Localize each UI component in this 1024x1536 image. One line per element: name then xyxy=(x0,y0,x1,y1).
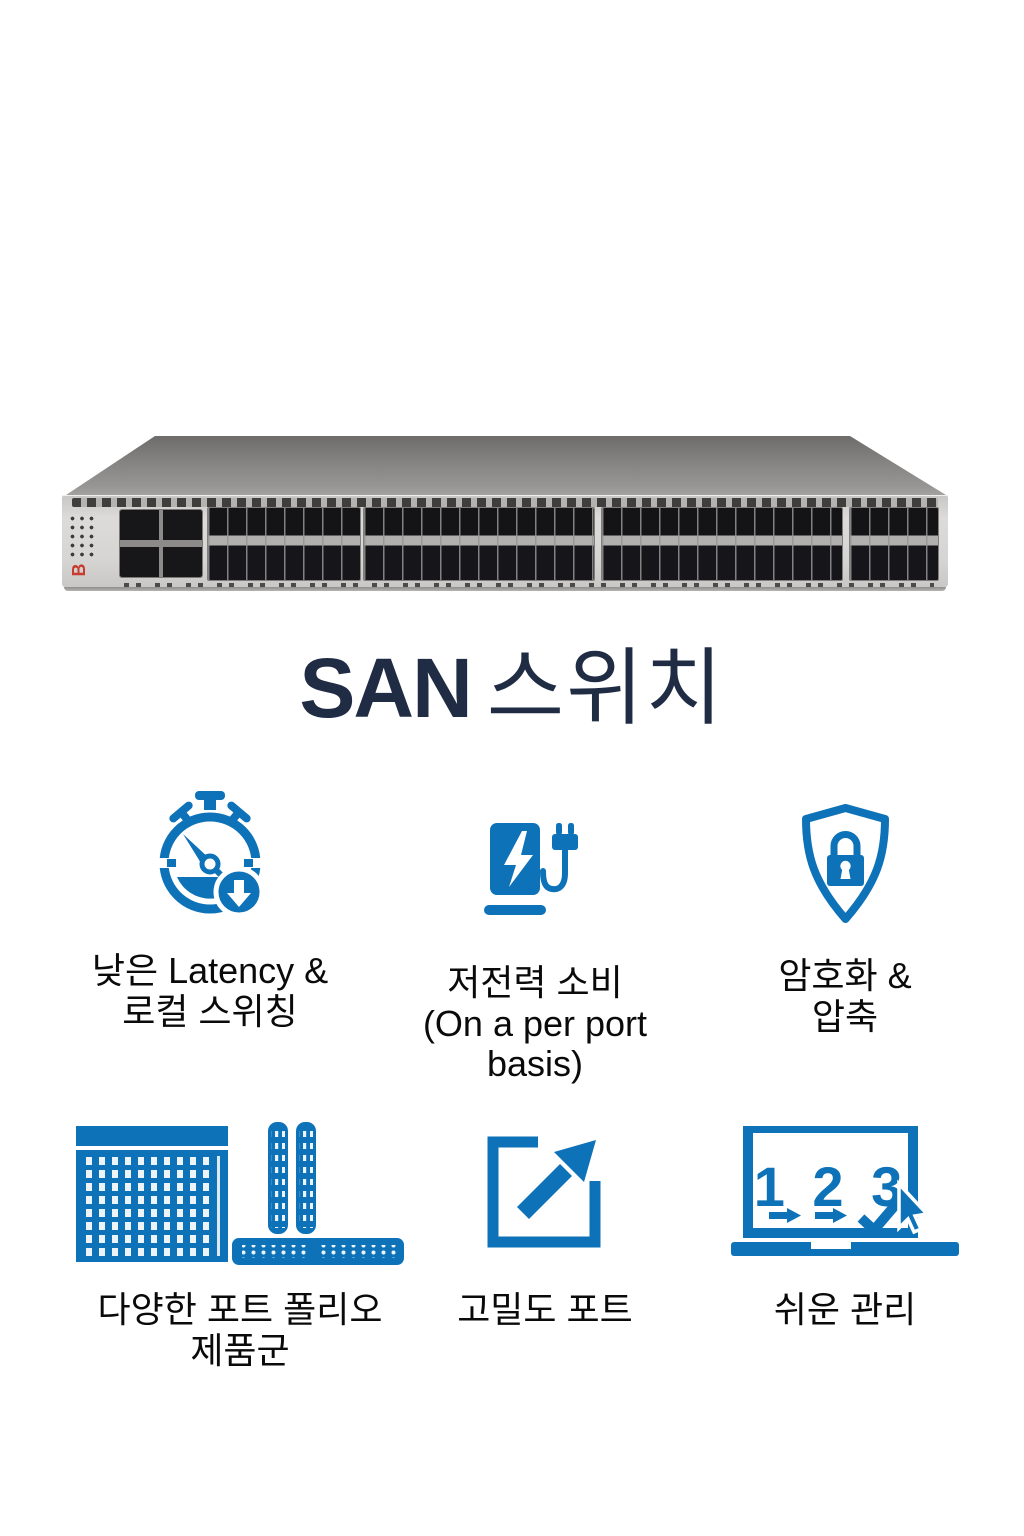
vent-strip xyxy=(72,498,938,507)
feature-high-density: 고밀도 포트 xyxy=(425,1116,665,1331)
page-title-latin: SAN xyxy=(299,641,472,735)
san-switch-image: B xyxy=(62,436,948,592)
feature-label: 저전력 소비 (On a per port basis) xyxy=(422,962,648,1085)
status-led-grid xyxy=(70,516,99,559)
laptop-screen-numbers: 1 2 3 xyxy=(754,1155,909,1218)
external-arrow-icon xyxy=(487,1136,601,1248)
feature-label: 낮은 Latency & 로컬 스위칭 xyxy=(91,950,329,1032)
feature-port-portfolio: 다양한 포트 폴리오 제품군 xyxy=(40,1116,440,1371)
switch-front-panel: B xyxy=(62,495,948,587)
chassis-bottom-edge xyxy=(64,587,946,591)
stopwatch-down-arrow-icon xyxy=(159,791,265,918)
sfp-port-bank xyxy=(364,508,594,580)
page-title-korean: 스위치 xyxy=(486,641,725,735)
sfp-port-bank xyxy=(850,508,938,580)
shield-lock-icon xyxy=(801,804,889,923)
sfp-port-bank xyxy=(208,508,360,580)
feature-label: 다양한 포트 폴리오 제품군 xyxy=(97,1289,383,1371)
cursor-arrow-icon xyxy=(897,1179,931,1235)
switch-top-panel xyxy=(66,436,946,495)
switch-portfolio-icon xyxy=(76,1122,404,1265)
port-led-row xyxy=(124,583,934,587)
feature-label: 고밀도 포트 xyxy=(457,1289,633,1330)
qsfp-port-block xyxy=(120,510,202,577)
brocade-logo: B xyxy=(69,563,89,577)
feature-low-latency: 낮은 Latency & 로컬 스위칭 xyxy=(40,785,380,1032)
feature-label: 쉬운 관리 xyxy=(773,1289,917,1330)
feature-easy-management: 1 2 3 쉬운 관리 xyxy=(685,1116,1005,1331)
feature-low-power: 저전력 소비 (On a per port basis) xyxy=(380,785,690,1085)
power-charger-icon xyxy=(484,823,578,915)
sfp-port-bank xyxy=(602,508,842,580)
feature-label: 암호화 & 압축 xyxy=(778,955,912,1037)
feature-encryption: 암호화 & 압축 xyxy=(705,785,985,1037)
laptop-steps-icon: 1 2 3 xyxy=(731,1126,959,1256)
